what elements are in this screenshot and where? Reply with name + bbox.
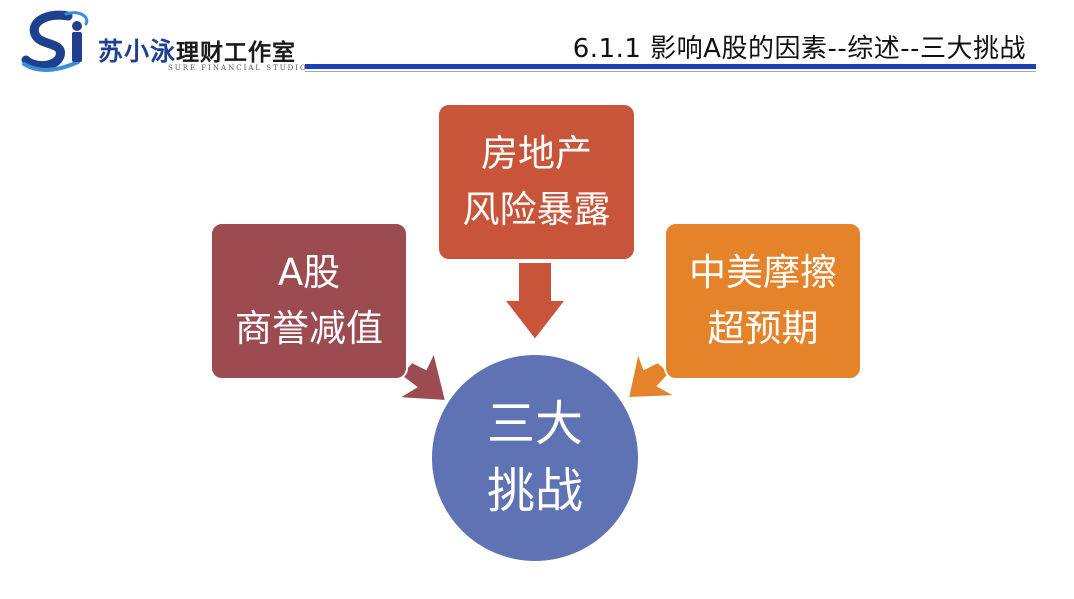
arrow-diagonal-left-icon [626,348,680,400]
title-underline [305,64,1036,69]
center-line1: 三大 [486,395,583,452]
center-line2: 挑战 [486,463,583,519]
center-three-challenges: 三大 挑战 [432,355,638,561]
factor-line1: 房地产 [481,131,592,175]
arrow-diagonal-right-icon [394,349,448,403]
page-title: 6.1.1 影响A股的因素--综述--三大挑战 [572,34,1026,64]
title-underline-thin [305,71,1036,72]
logo-name-suffix: 理财工作室 [176,39,297,66]
factor-us-china-friction: 中美摩擦 超预期 [664,222,862,380]
arrow-down-icon [501,261,569,342]
studio-logo: 苏小泳理财工作室 SURE FINANCIAL STUDIO [20,10,310,74]
logo-name-cn: 苏小泳 [98,37,177,66]
factor-goodwill-impairment: A股 商誉减值 [210,222,408,380]
factor-line2: 风险暴露 [462,188,611,231]
factor-line2: 超预期 [707,307,819,350]
logo-name: 苏小泳理财工作室 [98,32,296,68]
logo-name-en: SURE FINANCIAL STUDIO [168,64,308,72]
factor-line2: 商誉减值 [235,307,383,350]
factor-line1: 中美摩擦 [689,250,837,294]
logo-emblem-icon [21,10,89,72]
factor-line1: A股 [277,250,341,294]
factor-real-estate-risk: 房地产 风险暴露 [437,103,636,261]
